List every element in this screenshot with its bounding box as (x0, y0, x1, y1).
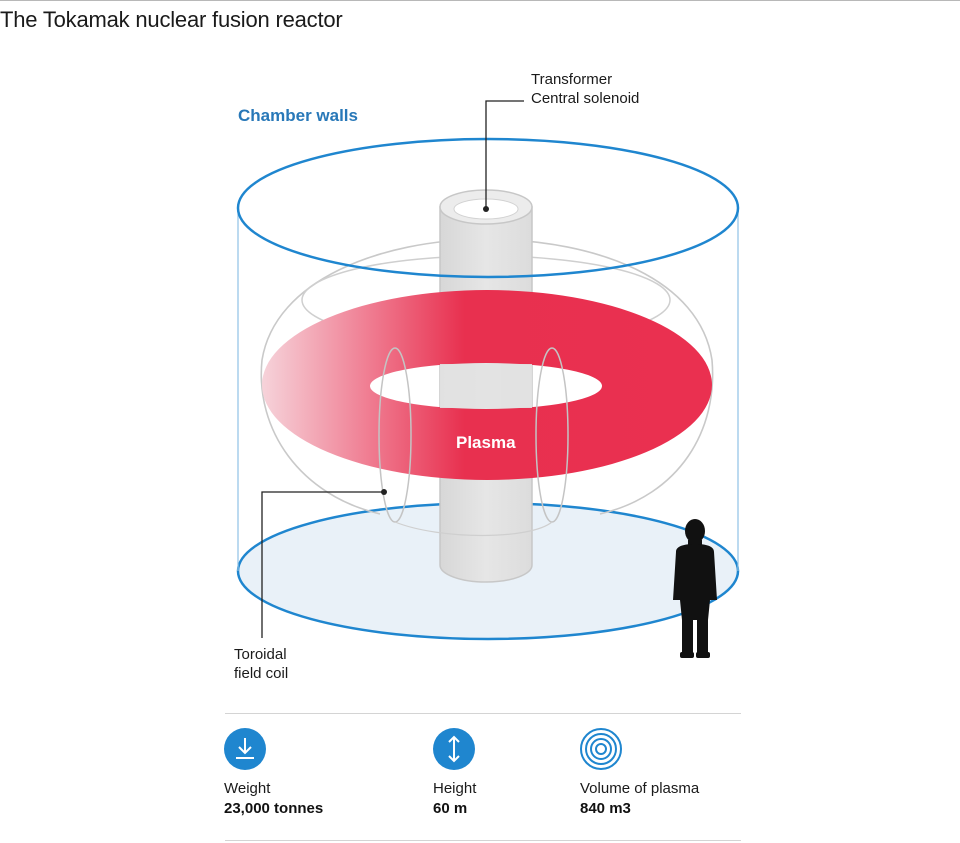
transformer-label: Transformer Central solenoid (531, 70, 639, 108)
stat-weight-value: 23,000 tonnes (224, 800, 324, 817)
toroidal-leader-line (261, 491, 384, 638)
stat-weight-label: Weight (224, 780, 271, 797)
toroidal-label-line1: Toroidal (234, 646, 287, 663)
stats-bottom-divider (225, 840, 741, 841)
stat-volume: Volume of plasma 840 m3 (580, 728, 699, 817)
volume-icon (580, 728, 622, 770)
stats-top-divider (225, 713, 741, 714)
page-title: The Tokamak nuclear fusion reactor (0, 7, 343, 32)
weight-icon (224, 728, 266, 770)
stat-volume-label: Volume of plasma (580, 780, 700, 797)
toroidal-leader-dot (381, 489, 387, 495)
stat-height-label: Height (433, 780, 477, 797)
stat-volume-value: 840 m3 (580, 800, 631, 817)
chamber-top-rim (236, 137, 740, 279)
transformer-label-line1: Transformer (531, 71, 613, 88)
toroidal-label-line2: field coil (234, 665, 289, 682)
vessel-lower-curve (394, 521, 553, 537)
top-divider (0, 0, 960, 1)
transformer-label-line2: Central solenoid (531, 90, 640, 107)
transformer-leader-dot (483, 206, 489, 212)
human-scale-figure (673, 519, 717, 658)
plasma-torus (262, 290, 712, 480)
height-icon (433, 728, 475, 770)
stat-weight: Weight 23,000 tonnes (224, 728, 323, 817)
chamber-walls-label: Chamber walls (238, 106, 358, 125)
central-solenoid-hole-segment (440, 364, 532, 408)
transformer-leader-line (485, 100, 524, 209)
plasma-label: Plasma (456, 433, 516, 452)
stat-height: Height 60 m (433, 728, 476, 817)
stat-height-value: 60 m (433, 800, 468, 817)
toroidal-coil-label: Toroidal field coil (234, 645, 288, 683)
